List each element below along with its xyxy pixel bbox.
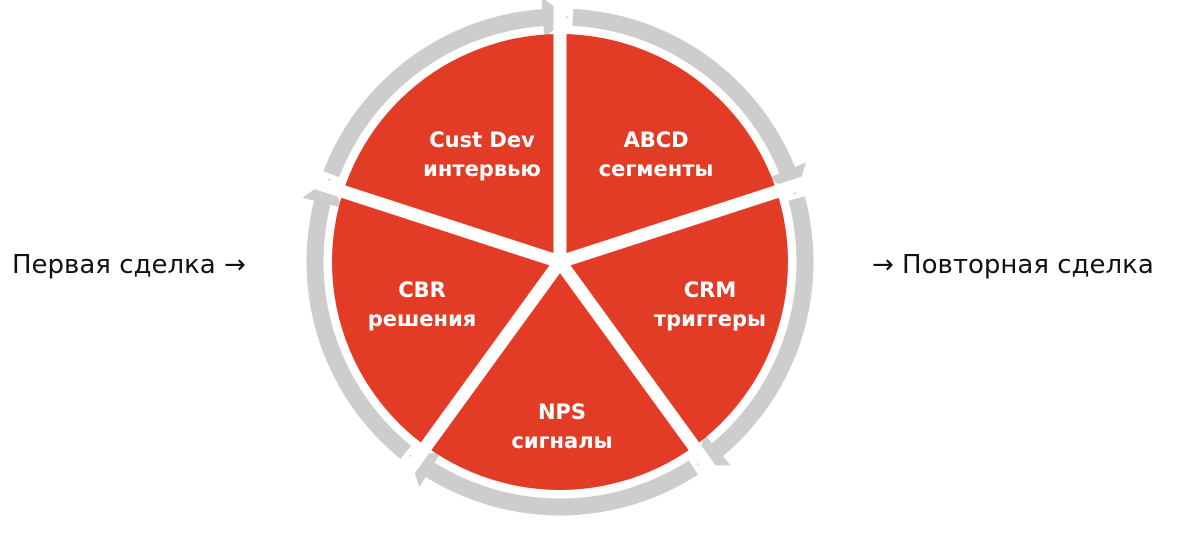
repeat-deal-label: → Повторная сделка [872, 250, 1154, 280]
segment-label-abcd: ABCD [623, 128, 688, 152]
segment-separator-4 [397, 258, 566, 483]
segment-sublabel-abcd: сегменты [599, 157, 714, 181]
segment-sublabel-nps: сигналы [511, 429, 612, 453]
segment-labels: ABCD сегменты CRM триггеры NPS сигналы C… [368, 128, 766, 453]
segment-label-crm: CRM [684, 278, 736, 302]
segment-sublabel-crm: триггеры [654, 307, 766, 331]
segment-label-custdev: Cust Dev [429, 128, 535, 152]
cycle-arrow-3 [409, 452, 699, 516]
first-deal-label: Первая сделка → [12, 250, 246, 280]
segment-separator-3 [554, 258, 723, 483]
segment-label-cbr: CBR [398, 278, 446, 302]
cycle-arrow-1 [572, 8, 807, 195]
segment-separator-5 [303, 173, 563, 269]
segment-sublabel-cbr: решения [368, 307, 477, 331]
cycle-arrow-5 [323, 0, 569, 178]
cycle-arrows [302, 0, 814, 516]
segment-label-nps: NPS [538, 400, 586, 424]
cycle-arrow-4 [302, 178, 412, 460]
segment-separators [303, 0, 817, 483]
segment-separator-2 [557, 173, 817, 269]
segment-sublabel-custdev: интервью [423, 157, 541, 181]
cycle-arrow-2 [697, 196, 814, 466]
